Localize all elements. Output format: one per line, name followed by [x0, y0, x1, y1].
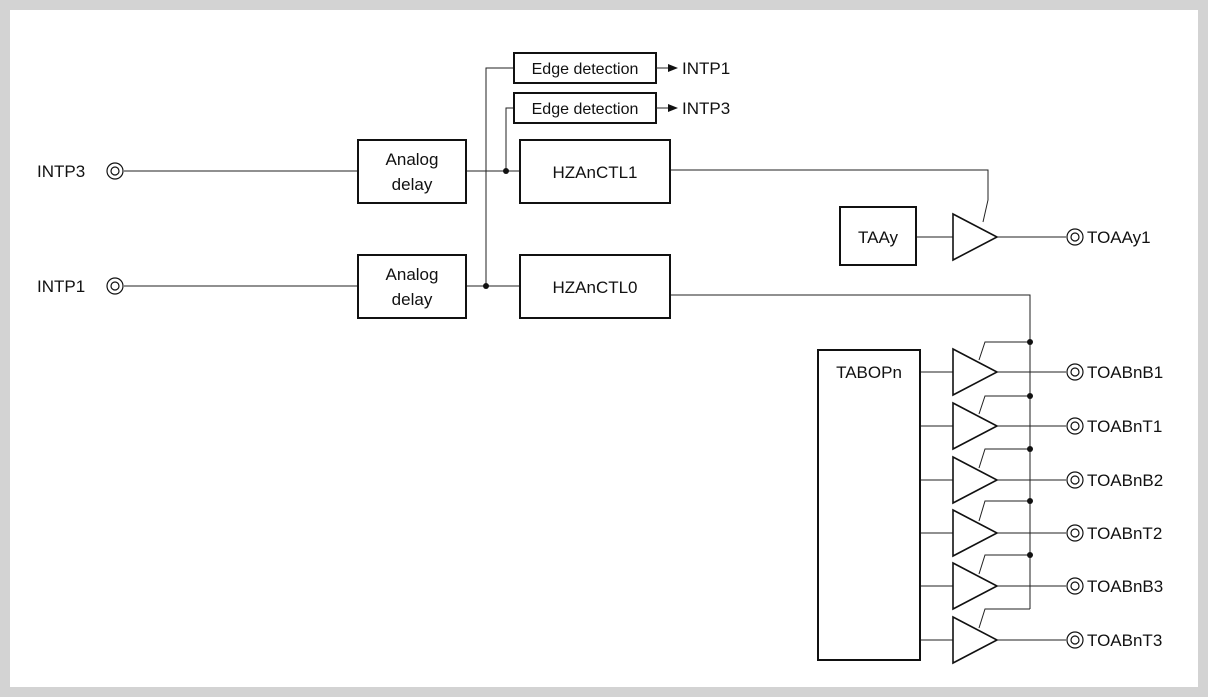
output-label: TOABnB3 [1087, 577, 1163, 596]
analog-delay-block-top: Analog delay [357, 139, 467, 204]
output-pin-toabnb3: TOABnB3 [1066, 577, 1163, 596]
block-label: Analog [386, 265, 439, 284]
hzanctl0-block: HZAnCTL0 [519, 254, 671, 319]
block-label: delay [392, 290, 433, 309]
block-label: delay [392, 175, 433, 194]
buffer-icon [952, 455, 999, 505]
arrow-icon [668, 64, 678, 72]
taay-block: TAAy [839, 206, 917, 266]
output-label: TOABnB2 [1087, 471, 1163, 490]
tabopn-block: TABOPn [817, 349, 921, 661]
arrow-icon [668, 104, 678, 112]
block-label: HZAnCTL1 [552, 163, 637, 182]
input-label-intp3: INTP3 [37, 162, 85, 181]
block-label: TAAy [858, 228, 898, 247]
buffer-icon [952, 561, 999, 611]
block-label: TABOPn [836, 363, 902, 382]
edge-output-intp3: INTP3 [682, 99, 730, 118]
edge-detection-block-upper: Edge detection INTP1 [513, 52, 730, 84]
output-pin-toaay1: TOAAy1 [1066, 228, 1151, 247]
block-label: Edge detection [532, 101, 639, 118]
buffer-icon [952, 212, 999, 262]
buffer-icon [952, 347, 999, 397]
output-label: TOABnT3 [1087, 631, 1162, 650]
input-pin-intp3: INTP3 [37, 162, 124, 181]
output-label: TOABnT2 [1087, 524, 1162, 543]
output-label: TOAAy1 [1087, 228, 1151, 247]
junction-dots [483, 168, 1033, 558]
output-label: TOABnT1 [1087, 417, 1162, 436]
analog-delay-block-bottom: Analog delay [357, 254, 467, 319]
block-label: Edge detection [532, 61, 639, 78]
output-pin-toabnb2: TOABnB2 [1066, 471, 1163, 490]
output-pin-toabnt1: TOABnT1 [1066, 417, 1162, 436]
buffer-icon [952, 401, 999, 451]
block-label: HZAnCTL0 [552, 278, 637, 297]
input-pin-intp1: INTP1 [37, 277, 124, 296]
edge-detection-block-lower: Edge detection INTP3 [513, 92, 730, 124]
output-pin-toabnt3: TOABnT3 [1066, 631, 1162, 650]
block-label: Analog [386, 150, 439, 169]
input-label-intp1: INTP1 [37, 277, 85, 296]
tabopn-buffers [952, 347, 999, 665]
output-label: TOABnB1 [1087, 363, 1163, 382]
hzanctl1-block: HZAnCTL1 [519, 139, 671, 204]
output-pin-toabnt2: TOABnT2 [1066, 524, 1162, 543]
output-pin-toabnb1: TOABnB1 [1066, 363, 1163, 382]
buffer-icon [952, 508, 999, 558]
wires [124, 67, 1066, 641]
buffer-icon [952, 615, 999, 665]
tabopn-buffer-wires [920, 341, 1066, 641]
edge-output-intp1: INTP1 [682, 59, 730, 78]
